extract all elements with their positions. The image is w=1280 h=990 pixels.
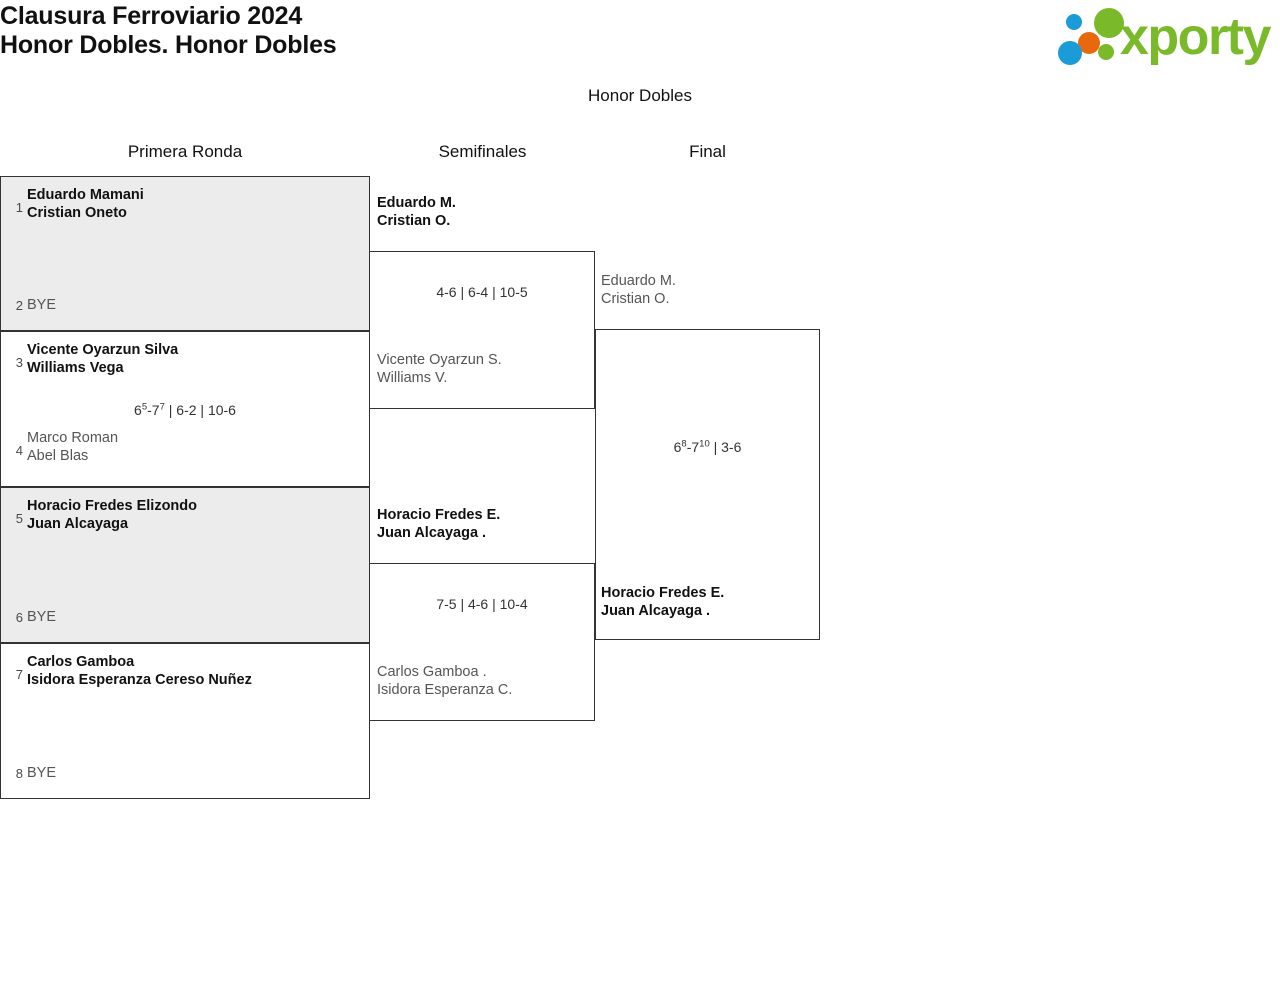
team-name: BYE [27, 297, 57, 313]
bracket-canvas: Honor Dobles Primera Ronda Semifinales F… [0, 76, 1280, 990]
final-bottom-team[interactable]: Horacio Fredes E. Juan Alcayaga . [601, 585, 725, 619]
logo-dot-green-small-icon [1098, 44, 1114, 60]
page-header: Clausura Ferroviario 2024 Honor Dobles. … [0, 0, 1280, 76]
match-score: 65-77 | 6-2 | 10-6 [1, 402, 369, 418]
logo-wordmark: xporty [1120, 8, 1271, 66]
semifinal-2-top-team[interactable]: Horacio Fredes E. Juan Alcayaga . [377, 507, 501, 541]
score-set1-games: 6 [673, 439, 682, 455]
xporty-logo[interactable]: xporty [1050, 6, 1276, 68]
seed-number: 5 [15, 511, 23, 526]
team-name: Vicente Oyarzun Silva Williams Vega [27, 342, 179, 376]
seed-number: 4 [15, 443, 23, 458]
score-set1-opponent: -7 [686, 439, 700, 455]
score-set1-opponent-tiebreak: 10 [699, 438, 710, 450]
seed-number: 8 [15, 766, 23, 781]
round1-match-4[interactable]: 7 Carlos Gamboa Isidora Esperanza Cereso… [0, 643, 370, 799]
round-heading-semifinales: Semifinales [438, 142, 527, 161]
match-score: 7-5 | 4-6 | 10-4 [436, 596, 528, 612]
seed-number: 6 [15, 610, 23, 625]
logo-dot-orange-icon [1078, 32, 1100, 54]
score-set1-tiebreak: 5 [141, 401, 148, 413]
semifinal-1-top-team[interactable]: Eduardo M. Cristian O. [377, 195, 456, 229]
match-score: 68-710 | 3-6 [596, 439, 819, 455]
semifinal-2-bottom-team[interactable]: Carlos Gamboa . Isidora Esperanza C. [377, 664, 513, 698]
round1-match-3[interactable]: 5 Horacio Fredes Elizondo Juan Alcayaga … [0, 487, 370, 643]
round1-match-1[interactable]: 1 Eduardo Mamani Cristian Oneto 2 BYE [0, 176, 370, 331]
seed-number: 7 [15, 667, 23, 682]
bracket-caption: Honor Dobles [588, 86, 692, 105]
score-set1-games: 6 [134, 402, 142, 418]
final-connector[interactable]: 68-710 | 3-6 [595, 329, 820, 640]
round-heading-primera-ronda: Primera Ronda [127, 142, 243, 161]
logo-dot-green-large-icon [1094, 8, 1124, 38]
score-remaining-sets: | 3-6 [709, 439, 742, 455]
semifinal-1-bottom-team[interactable]: Vicente Oyarzun S. Williams V. [377, 352, 502, 386]
team-name: Eduardo Mamani Cristian Oneto [27, 187, 144, 221]
team-name: Marco Roman Abel Blas [27, 430, 119, 464]
score-remaining-sets: | 6-2 | 10-6 [164, 402, 236, 418]
page-title: Clausura Ferroviario 2024 Honor Dobles. … [0, 2, 337, 59]
logo-dot-blue-large-icon [1058, 41, 1082, 65]
round1-match-2[interactable]: 3 Vicente Oyarzun Silva Williams Vega 65… [0, 331, 370, 487]
logo-dot-blue-small-icon [1066, 14, 1082, 30]
seed-number: 2 [15, 298, 23, 313]
score-set1-tiebreak: 8 [681, 438, 687, 450]
final-top-team[interactable]: Eduardo M. Cristian O. [601, 273, 676, 307]
team-name: BYE [27, 609, 57, 625]
seed-number: 1 [15, 200, 23, 215]
score-set1-opponent: -7 [147, 402, 160, 418]
score-set1-opponent-tiebreak: 7 [159, 401, 165, 413]
seed-number: 3 [15, 355, 23, 370]
semifinal-1-connector[interactable]: 4-6 | 6-4 | 10-5 [369, 251, 595, 409]
match-score: 4-6 | 6-4 | 10-5 [436, 284, 528, 300]
round-heading-final: Final [689, 142, 726, 161]
team-name: Carlos Gamboa Isidora Esperanza Cereso N… [27, 654, 252, 688]
team-name: BYE [27, 765, 57, 781]
team-name: Horacio Fredes Elizondo Juan Alcayaga [27, 498, 197, 532]
semifinal-2-connector[interactable]: 7-5 | 4-6 | 10-4 [369, 563, 595, 721]
logo-dots-icon [1056, 8, 1126, 66]
